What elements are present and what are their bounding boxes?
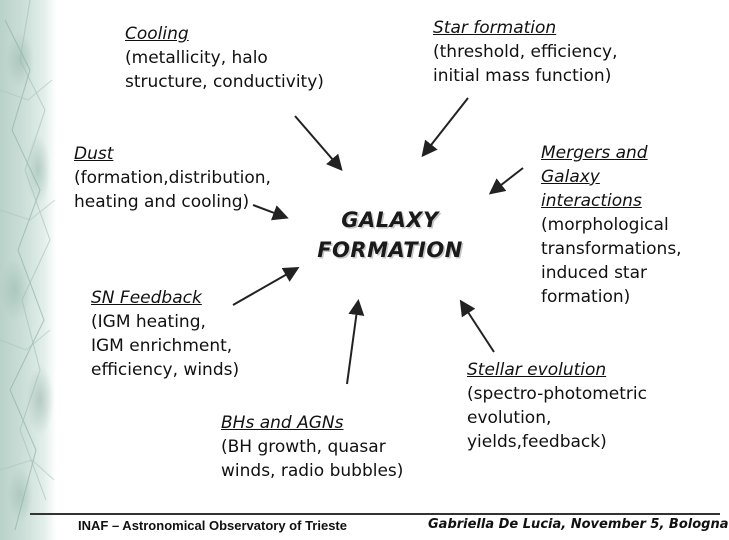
node-text: IGM enrichment, [91,336,233,356]
arrow-cooling [294,115,343,172]
center-title-line: GALAXY [341,208,439,232]
node-cooling: Cooling (metallicity, halo structure, co… [125,22,324,94]
decorative-side-strip [0,0,56,540]
node-text: induced star [541,263,647,283]
footer-author-date: Gabriella De Lucia, November 5, Bologna [428,517,729,532]
node-text: formation) [541,287,631,307]
arrow-mergers [488,167,524,195]
node-bhs-agns: BHs and AGNs (BH growth, quasar winds, r… [221,411,403,483]
node-dust: Dust (formation,distribution, heating an… [74,142,271,214]
node-star-formation: Star formation (threshold, efficiency, i… [433,16,618,88]
node-stellar-evolution: Stellar evolution (spectro-photometric e… [467,358,647,454]
footer-divider [30,513,720,515]
node-text: (IGM heating, [91,312,206,332]
node-sn-feedback: SN Feedback (IGM heating, IGM enrichment… [91,286,239,382]
arrow-star-formation [421,97,469,158]
node-text: (threshold, efficiency, [433,42,618,62]
node-title: Mergers and [541,143,648,163]
node-title: SN Feedback [91,288,202,308]
node-text: efficiency, winds) [91,360,240,380]
node-text: yields,feedback) [467,432,607,452]
node-text: (formation,distribution, [74,168,271,188]
node-text: heating and cooling) [74,192,250,212]
center-title: GALAXY FORMATION [300,205,480,265]
node-text: (spectro-photometric [467,384,647,404]
node-title: Cooling [125,24,189,44]
node-text: (BH growth, quasar [221,437,386,457]
arrow-sn-feedback [232,267,300,306]
node-text: transformations, [541,239,682,259]
node-text: (metallicity, halo [125,48,268,68]
node-title: Galaxy [541,167,600,187]
node-text: structure, conductivity) [125,72,324,92]
arrow-bhs-agns [346,299,365,385]
node-text: initial mass function) [433,66,612,86]
node-text: (morphological [541,215,669,235]
center-title-line: FORMATION [317,238,463,262]
arrow-dust [252,204,289,221]
node-text: evolution, [467,408,552,428]
arrow-stellar-evolution [459,299,495,353]
footer-institution: INAF – Astronomical Observatory of Tries… [78,518,347,533]
node-title: Dust [74,144,114,164]
node-mergers: Mergers and Galaxy interactions (morphol… [541,141,682,309]
node-title: interactions [541,191,642,211]
node-title: Stellar evolution [467,360,607,380]
node-text: winds, radio bubbles) [221,461,404,481]
node-title: Star formation [433,18,557,38]
node-title: BHs and AGNs [221,413,344,433]
